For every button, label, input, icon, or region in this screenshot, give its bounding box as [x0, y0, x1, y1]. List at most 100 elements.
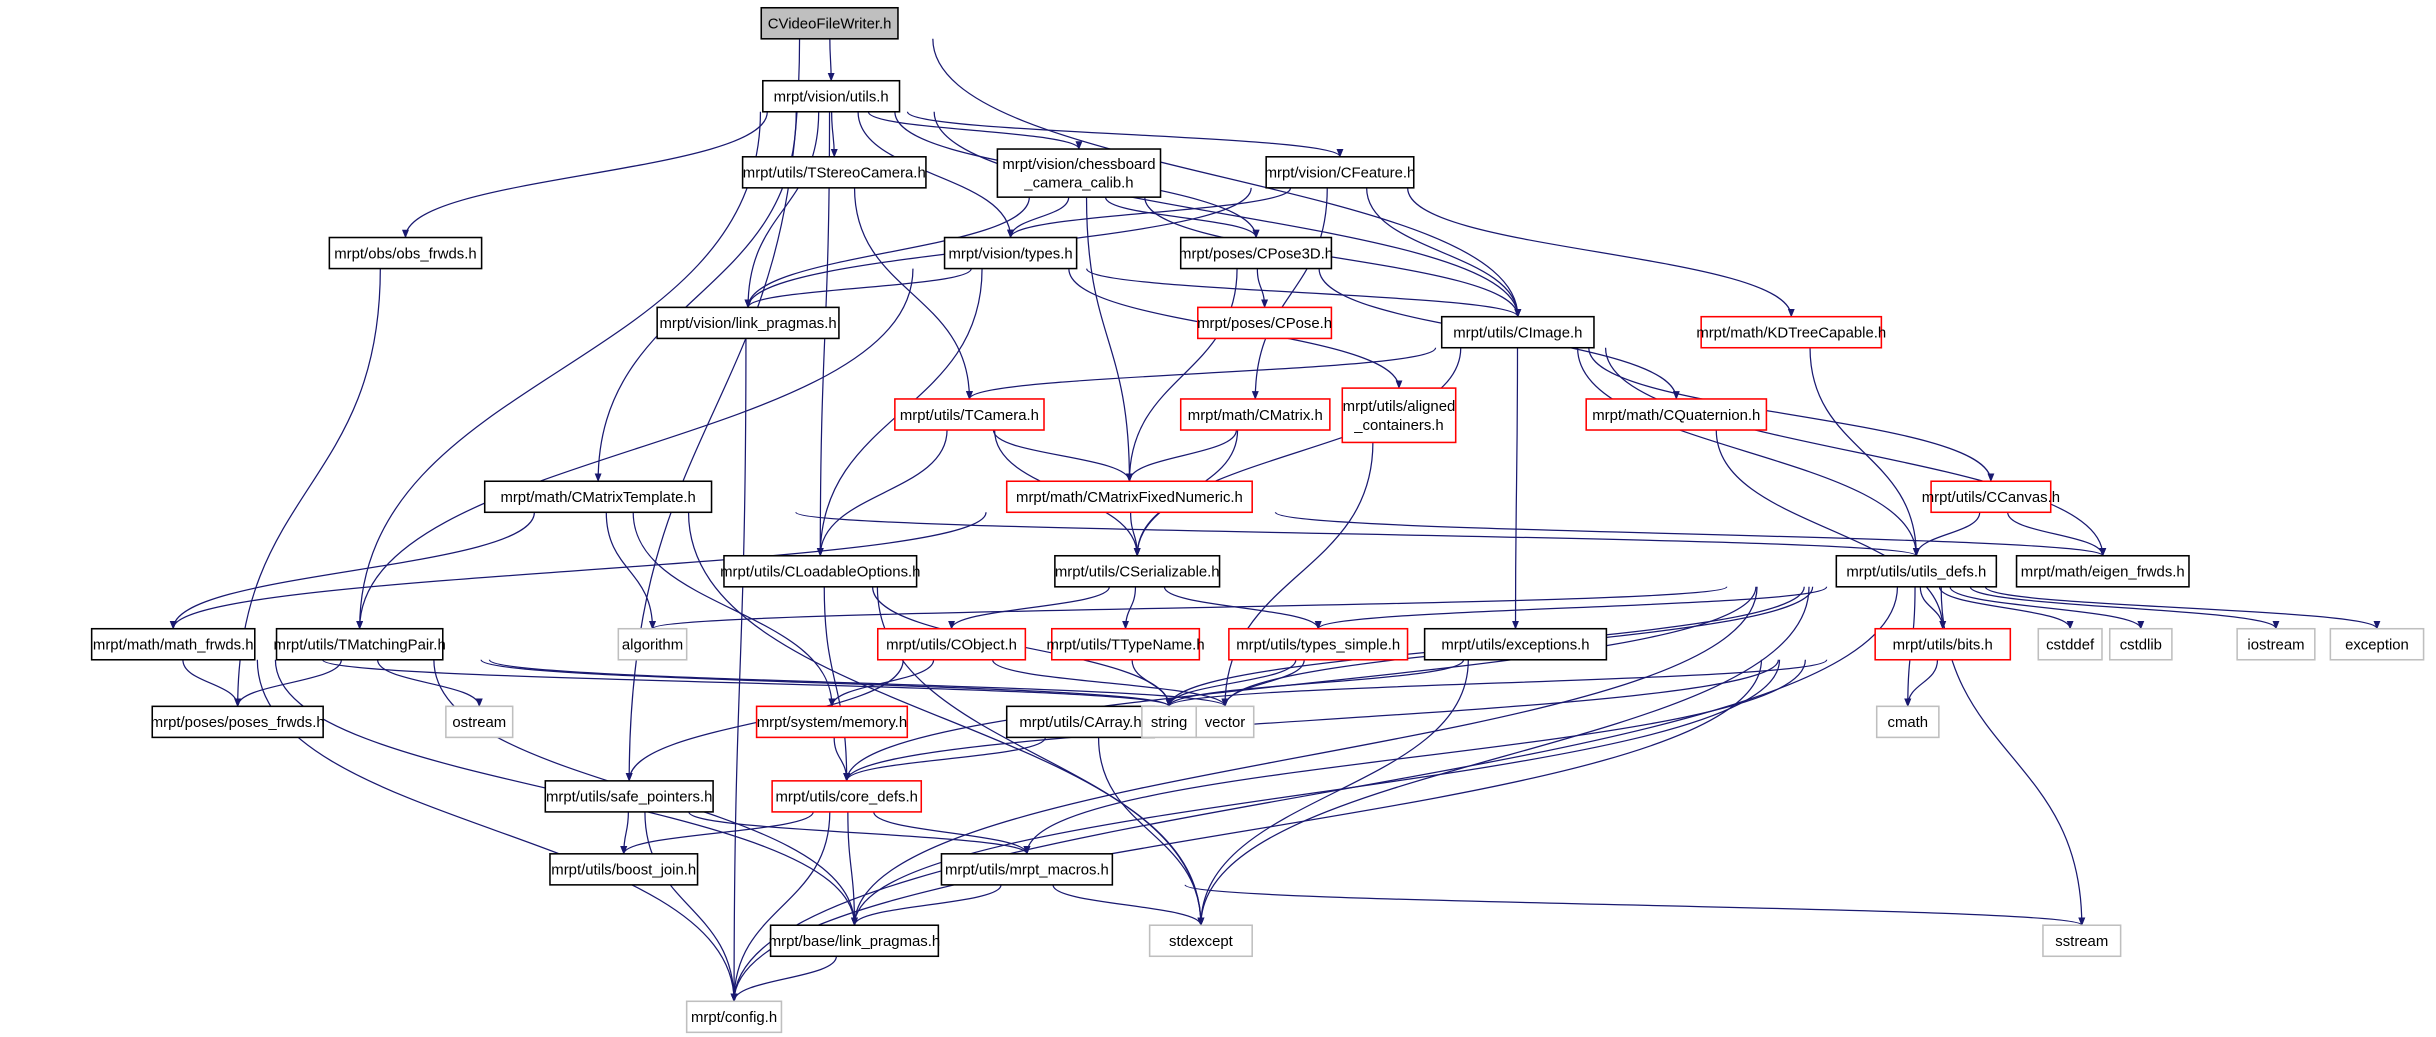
node-cstdlib[interactable]: cstdlib	[2108, 627, 2173, 661]
node-cimage[interactable]: mrpt/utils/CImage.h	[1440, 315, 1595, 349]
node-carray[interactable]: mrpt/utils/CArray.h	[1005, 705, 1156, 739]
edge-coredefs-to-boostjoin	[620, 811, 814, 855]
edge-vutils-to-chess	[867, 111, 1083, 150]
node-cfeature[interactable]: mrpt/vision/CFeature.h	[1265, 156, 1416, 189]
node-box	[741, 156, 927, 189]
node-memory[interactable]: mrpt/system/memory.h	[755, 705, 909, 739]
edge-cserial-to-cobject	[948, 586, 1110, 630]
node-box	[2015, 554, 2190, 588]
node-vtypes[interactable]: mrpt/vision/types.h	[943, 236, 1078, 270]
edge-bits-to-string	[1165, 659, 1828, 708]
node-box	[328, 236, 483, 270]
node-label: mrpt/system/memory.h	[757, 715, 907, 731]
node-box	[771, 780, 923, 813]
edge-cmfixed-to-eigenfrwds	[1274, 511, 2106, 557]
node-box	[760, 6, 899, 40]
edge-cfeature-to-cimage	[1366, 187, 1522, 318]
node-stdexcept[interactable]: stdexcept	[1148, 924, 1253, 958]
node-ccanvas[interactable]: mrpt/utils/CCanvas.h	[1922, 480, 2060, 514]
node-label: mrpt/utils/exceptions.h	[1441, 638, 1589, 654]
node-utilsdefs[interactable]: mrpt/utils/utils_defs.h	[1835, 554, 1998, 588]
node-tmatching[interactable]: mrpt/utils/TMatchingPair.h	[274, 627, 446, 661]
node-label: mrpt/utils/bits.h	[1893, 638, 1993, 654]
edge-macros-to-sstream	[1184, 884, 2085, 927]
node-safeptr[interactable]: mrpt/utils/safe_pointers.h	[544, 780, 714, 813]
node-exceptions[interactable]: mrpt/utils/exceptions.h	[1423, 627, 1608, 661]
edge-utilsdefs-to-typessimple	[1314, 586, 1828, 630]
node-box	[943, 236, 1078, 270]
node-vlink[interactable]: mrpt/vision/link_pragmas.h	[656, 306, 840, 340]
node-blink[interactable]: mrpt/base/link_pragmas.h	[769, 924, 940, 958]
edge-mathfrwds-to-posesfrwds	[182, 659, 242, 708]
node-aligned[interactable]: mrpt/utils/aligned_containers.h	[1341, 387, 1457, 444]
edge-cmfixed-to-cserial	[1129, 512, 1141, 557]
node-cobject[interactable]: mrpt/utils/CObject.h	[876, 627, 1027, 661]
node-cmath[interactable]: cmath	[1875, 705, 1940, 739]
node-sstream[interactable]: sstream	[2042, 924, 2122, 958]
node-ostream[interactable]: ostream	[445, 705, 514, 739]
node-string[interactable]: string	[1141, 705, 1198, 739]
node-cmfixed[interactable]: mrpt/math/CMatrixFixedNumeric.h	[1005, 480, 1253, 514]
node-posesfrwds[interactable]: mrpt/poses/poses_frwds.h	[151, 705, 325, 739]
node-label: mrpt/utils/CLoadableOptions.h	[720, 565, 920, 581]
node-kdtree[interactable]: mrpt/math/KDTreeCapable.h	[1696, 315, 1886, 349]
node-tstereo[interactable]: mrpt/utils/TStereoCamera.h	[741, 156, 927, 189]
node-label: mrpt/utils/CArray.h	[1019, 715, 1141, 731]
node-ttypename[interactable]: mrpt/utils/TTypeName.h	[1047, 627, 1205, 661]
node-typessimple[interactable]: mrpt/utils/types_simple.h	[1228, 627, 1409, 661]
edge-cimage-to-eigenfrwds	[1604, 347, 2107, 557]
node-cserial[interactable]: mrpt/utils/CSerializable.h	[1054, 554, 1221, 588]
node-box	[1228, 627, 1409, 661]
node-box	[1148, 924, 1253, 958]
node-iostream[interactable]: iostream	[2236, 627, 2316, 661]
edge-cimage-to-cserial	[1133, 347, 1462, 557]
edge-tcamera-to-cloadable	[816, 430, 948, 557]
node-box	[2108, 627, 2173, 661]
edge-cserial-to-ttypename	[1122, 586, 1137, 630]
edge-safeptr-to-boostjoin	[620, 811, 630, 855]
edge-vutils-to-tstereo	[830, 111, 838, 158]
node-boostjoin[interactable]: mrpt/utils/boost_join.h	[549, 853, 699, 886]
node-tcamera[interactable]: mrpt/utils/TCamera.h	[894, 398, 1045, 431]
node-box	[1423, 627, 1608, 661]
node-cloadable[interactable]: mrpt/utils/CLoadableOptions.h	[720, 554, 920, 588]
node-cmatrix[interactable]: mrpt/math/CMatrix.h	[1179, 398, 1331, 431]
node-mathfrwds[interactable]: mrpt/math/math_frwds.h	[90, 627, 256, 661]
node-exception[interactable]: exception	[2329, 627, 2425, 661]
node-config[interactable]: mrpt/config.h	[685, 1000, 783, 1034]
node-cmtemplate[interactable]: mrpt/math/CMatrixTemplate.h	[483, 480, 713, 514]
node-label: mrpt/utils/mrpt_macros.h	[945, 863, 1109, 879]
node-cquat[interactable]: mrpt/math/CQuaternion.h	[1585, 398, 1768, 431]
node-label: mrpt/vision/types.h	[949, 246, 1073, 262]
node-cpose3d[interactable]: mrpt/poses/CPose3D.h	[1179, 236, 1333, 270]
node-obsfrwds[interactable]: mrpt/obs/obs_frwds.h	[328, 236, 483, 270]
edge-utilsdefs-to-cstddef	[1938, 586, 2074, 630]
node-label: mrpt/utils/TTypeName.h	[1047, 638, 1205, 654]
edge-ccanvas-to-eigenfrwds	[2007, 512, 2107, 557]
edge-vutils-to-vlink	[744, 111, 820, 309]
node-coredefs[interactable]: mrpt/utils/core_defs.h	[771, 780, 923, 813]
node-box	[617, 627, 688, 661]
node-algorithm[interactable]: algorithm	[617, 627, 688, 661]
node-vutils[interactable]: mrpt/vision/utils.h	[762, 79, 901, 113]
node-root[interactable]: CVideoFileWriter.h	[760, 6, 899, 40]
node-cpose[interactable]: mrpt/poses/CPose.h	[1197, 306, 1333, 340]
node-label: mrpt/utils/utils_defs.h	[1846, 565, 1986, 581]
edge-chess-to-vtypes	[1007, 197, 1070, 239]
edge-cpose3d-to-cpose	[1256, 268, 1269, 309]
node-label: mrpt/poses/CPose3D.h	[1179, 246, 1333, 262]
edge-utilsdefs-to-algorithm	[649, 586, 1728, 630]
node-box	[2037, 627, 2103, 661]
node-bits[interactable]: mrpt/utils/bits.h	[1874, 627, 2012, 661]
node-box	[1700, 315, 1883, 349]
node-box	[769, 924, 940, 958]
node-label: cstdlib	[2120, 638, 2162, 654]
node-macros[interactable]: mrpt/utils/mrpt_macros.h	[940, 853, 1114, 886]
node-eigenfrwds[interactable]: mrpt/math/eigen_frwds.h	[2015, 554, 2190, 588]
edge-kdtree-to-utilsdefs	[1809, 347, 1920, 557]
node-vector[interactable]: vector	[1195, 705, 1255, 739]
node-cstddef[interactable]: cstddef	[2037, 627, 2103, 661]
edge-root-to-safeptr	[625, 38, 801, 782]
node-chess[interactable]: mrpt/vision/chessboard_camera_calib.h	[996, 148, 1162, 198]
node-label: mrpt/poses/CPose.h	[1197, 316, 1332, 332]
